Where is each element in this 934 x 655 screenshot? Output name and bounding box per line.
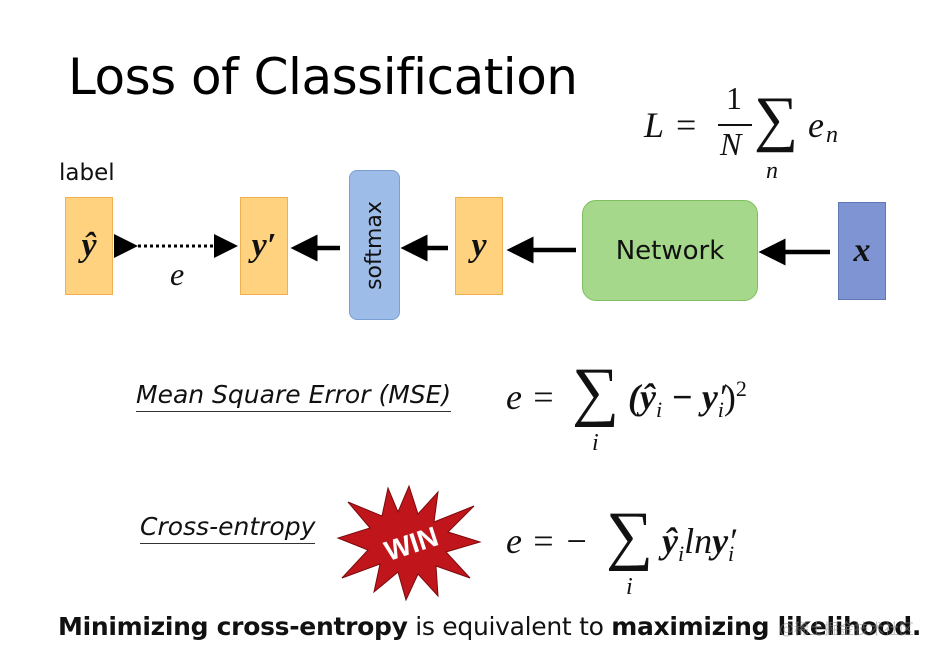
mse-minus: − y	[662, 377, 718, 417]
loss-denominator: N	[720, 126, 742, 162]
win-badge: WIN	[336, 484, 482, 602]
mse-formula: e = ∑ i (ŷi − y′i)2	[506, 355, 806, 470]
y-prime-symbol: y′	[251, 227, 277, 264]
mse-prime: ′	[717, 377, 726, 417]
loss-formula: L = 1 N ∑ n e n	[644, 80, 854, 190]
mse-sum: ∑	[572, 355, 620, 428]
loss-numerator: 1	[726, 80, 742, 116]
loss-term: e	[808, 105, 824, 145]
mse-close: )	[723, 377, 736, 417]
ce-sum-sub: i	[626, 574, 633, 600]
network-label: Network	[615, 235, 725, 266]
network-box: Network	[582, 200, 758, 301]
mse-body: (ŷi − y′i)2	[628, 376, 747, 423]
slide-title: Loss of Classification	[68, 48, 578, 106]
loss-equals: =	[676, 105, 697, 145]
ce-sum: ∑	[606, 499, 654, 572]
ce-formula: e = − ∑ i ŷilny′i	[506, 499, 806, 610]
ce-prime: ′	[728, 521, 736, 561]
conclusion: Minimizing cross-entropy is equivalent t…	[58, 612, 921, 641]
error-symbol: e	[170, 256, 185, 292]
conclusion-part1: Minimizing cross-entropy	[58, 612, 408, 641]
ce-yhat-sub: i	[677, 541, 685, 567]
watermark: @稀土掘金技术社区	[778, 620, 914, 638]
y-hat-box: ŷ	[65, 197, 113, 295]
y-hat-symbol: ŷ	[81, 227, 97, 264]
x-box: x	[838, 202, 886, 300]
win-starburst	[336, 484, 482, 602]
label-caption: label	[59, 160, 115, 186]
ce-prime-sub: i	[727, 541, 735, 567]
ce-name: Cross-entropy	[140, 512, 316, 544]
softmax-box: softmax	[349, 170, 400, 320]
mse-sum-sub: i	[592, 430, 599, 456]
loss-term-sub: n	[826, 122, 838, 148]
ce-ln: ln	[684, 521, 713, 561]
loss-sum: ∑	[754, 85, 799, 153]
ce-body: ŷilny′i	[662, 520, 736, 567]
y-symbol: y	[471, 227, 487, 264]
ce-y: y	[712, 521, 729, 561]
ce-yhat: ŷ	[662, 521, 678, 561]
loss-sum-sub: n	[766, 158, 778, 184]
mse-lhs: e =	[506, 377, 556, 417]
mse-prime-sub: i	[717, 397, 724, 423]
mse-body-sub: i	[655, 397, 663, 423]
loss-fraction-bar	[718, 124, 752, 126]
mse-open: (ŷ	[628, 377, 656, 417]
loss-lhs: L	[644, 105, 665, 145]
conclusion-part2: is equivalent to	[407, 612, 612, 641]
conclusion-part3: maximizing likelihood.	[611, 612, 922, 641]
y-box: y	[455, 197, 503, 295]
mse-power: 2	[735, 376, 747, 401]
ce-lhs: e = −	[506, 521, 589, 561]
x-symbol: x	[853, 232, 871, 269]
y-prime-box: y′	[240, 197, 288, 295]
mse-name: Mean Square Error (MSE)	[136, 380, 452, 412]
